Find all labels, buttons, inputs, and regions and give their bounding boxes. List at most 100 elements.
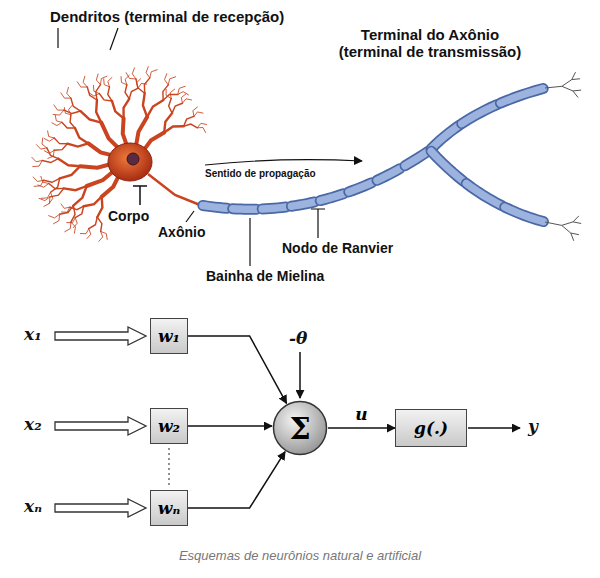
node-text: Σ: [289, 411, 310, 446]
summation-circle: Σ: [272, 400, 328, 456]
myelin-sheath: [203, 205, 227, 208]
edge-label: u: [353, 404, 369, 424]
dendrite-branch: [67, 218, 75, 223]
dendrite-branch: [97, 217, 102, 231]
label-text: Corpo: [108, 208, 149, 224]
signal-connector: [188, 336, 287, 403]
bias-arrow: [299, 352, 301, 398]
node-text: w₂: [158, 416, 180, 436]
weight-box: w₁: [150, 318, 188, 354]
axon-terminal: [573, 91, 578, 98]
label-text: Nodo de Ranvier: [282, 240, 393, 256]
dendrite-branch: [197, 128, 205, 133]
dendrite-branch: [124, 99, 130, 119]
leader-line: [186, 211, 194, 222]
dendrite-branch: [172, 103, 182, 113]
dendrite-branch: [64, 186, 87, 190]
axon-terminal: [545, 86, 562, 88]
dendrite-branch: [84, 197, 102, 207]
dendrite-branch: [70, 206, 84, 209]
dendrite-branch: [65, 222, 71, 232]
dendrite-branch: [136, 79, 145, 93]
axon-terminal: [573, 90, 581, 92]
label-text: -θ: [289, 328, 307, 348]
dendrite-branch: [48, 150, 54, 158]
dendrite-branch: [54, 105, 64, 110]
myelin-sheath: [500, 88, 543, 103]
dendrite-branch: [144, 78, 149, 93]
part-label: Terminal do Axônio (terminal de transmis…: [335, 26, 525, 61]
dendrite-branch: [44, 150, 54, 153]
label-text: y: [528, 416, 538, 436]
dendrite-branch: [61, 204, 70, 208]
axon-terminal: [562, 222, 573, 226]
dendrite-branch: [132, 68, 136, 79]
dendrite-branch: [38, 183, 49, 187]
dendrite-branch: [44, 197, 50, 207]
part-label: Corpo: [108, 208, 149, 224]
ellipsis-line: [168, 448, 169, 487]
myelin-sheath: [466, 183, 502, 205]
myelin-sheath: [505, 207, 544, 221]
myelin-sheath: [291, 202, 314, 206]
dendrite-branch: [83, 76, 87, 87]
dendrite-branch: [150, 70, 157, 78]
dendrite-branch: [80, 229, 88, 234]
dendrite-branch: [170, 89, 175, 98]
dendrite-branch: [75, 128, 88, 143]
myelin-sheath: [291, 202, 314, 206]
output-arrow: [468, 427, 520, 429]
dendrite-branch: [58, 159, 80, 167]
dendrites: [32, 67, 207, 242]
dendrite-branch: [55, 115, 62, 122]
nucleus: [127, 153, 139, 165]
weight-box: wₙ: [150, 490, 188, 526]
label-text: Axônio: [158, 224, 205, 240]
label-text: x₁: [24, 324, 42, 344]
dendrite-branch: [52, 122, 62, 125]
cell-body: [108, 143, 152, 181]
dendrite-branch: [60, 166, 80, 178]
dendrite-branch: [49, 183, 64, 188]
myelin-sheath: [203, 205, 227, 208]
node-text: g(.): [414, 418, 448, 438]
dendrite-branch: [197, 123, 206, 127]
dendrite-branch: [53, 110, 64, 115]
axon-terminal: [562, 225, 571, 233]
part-label: Bainha de Mielina: [206, 268, 324, 284]
dendrite-branch: [108, 77, 112, 86]
myelin-sheath: [431, 125, 459, 149]
input-symbol: xₙ: [24, 496, 42, 516]
myelin-sheath: [431, 151, 463, 181]
dendrite-branch: [39, 197, 50, 201]
dendrite-branch: [184, 124, 198, 128]
dendrite-branch: [194, 112, 203, 116]
axon-terminal: [572, 72, 576, 79]
dendrite-branch: [93, 85, 99, 93]
dendrite-branch: [49, 214, 60, 218]
propagation-arrow: [205, 160, 362, 165]
dendrite-branch: [96, 100, 101, 123]
dendrite-branch: [178, 86, 185, 94]
figure-caption: Esquemas de neurônios natural e artifici…: [0, 548, 600, 563]
myelin-sheath: [462, 104, 498, 123]
dendrite-branch: [77, 82, 87, 87]
activation-box: g(.): [395, 409, 467, 447]
part-label: Nodo de Ranvier: [282, 240, 393, 256]
dendrite-branch: [99, 231, 103, 241]
label-text: Terminal do Axônio (terminal de transmis…: [339, 26, 522, 60]
weight-box: w₂: [150, 408, 188, 444]
axon-fiber: [148, 174, 200, 205]
signal-connector: [188, 452, 285, 508]
label-text: x₂: [24, 414, 42, 434]
dendrite-branch: [67, 143, 88, 146]
dendrite-branch: [54, 144, 67, 151]
myelin-sheath: [233, 203, 257, 215]
dendrite-branch: [143, 93, 147, 117]
myelin-sheath: [405, 152, 427, 166]
bias-symbol: -θ: [289, 328, 307, 348]
leader-line: [249, 218, 250, 266]
myelin-sheath: [431, 125, 459, 149]
axon-terminal: [545, 222, 562, 225]
dendrite-branch: [71, 98, 81, 111]
